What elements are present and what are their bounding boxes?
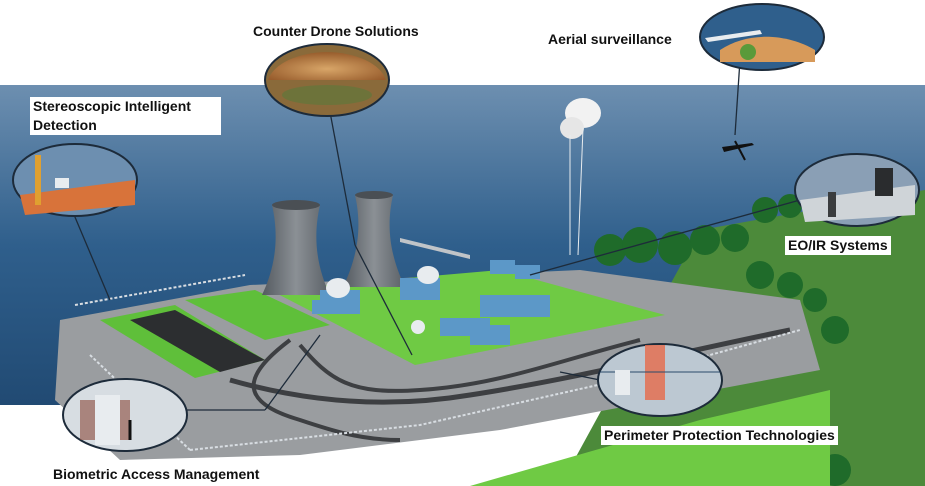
cooling-tower-left bbox=[262, 205, 330, 295]
callout-lines bbox=[71, 59, 801, 411]
road-entry bbox=[251, 338, 401, 442]
road-inner bbox=[298, 338, 641, 393]
biometric-inset bbox=[62, 378, 188, 452]
perimeter-inset bbox=[597, 343, 723, 417]
reactor-buildings bbox=[312, 260, 550, 345]
cooling-tower-right bbox=[343, 195, 405, 287]
drone-icon bbox=[722, 140, 754, 161]
road-loop bbox=[229, 327, 791, 405]
pier bbox=[400, 238, 470, 259]
label-aerial-surveillance: Aerial surveillance bbox=[545, 30, 675, 49]
label-biometric-access: Biometric Access Management bbox=[50, 465, 263, 484]
perimeter-fence bbox=[74, 274, 801, 451]
parking-lot bbox=[130, 310, 265, 372]
stereoscopic-detection-inset bbox=[12, 143, 138, 217]
label-stereoscopic-detection: Stereoscopic Intelligent Detection bbox=[30, 97, 221, 135]
aerostat-balloons bbox=[560, 98, 601, 256]
aerial-surveillance-inset bbox=[699, 3, 825, 71]
eo-ir-inset bbox=[794, 153, 920, 227]
label-counter-drone-solutions: Counter Drone Solutions bbox=[250, 22, 422, 41]
counter-drone-inset bbox=[264, 43, 390, 117]
label-perimeter-protection: Perimeter Protection Technologies bbox=[601, 426, 838, 445]
lawn-main bbox=[270, 270, 665, 365]
lawn-center bbox=[185, 290, 330, 340]
label-eo-ir-systems: EO/IR Systems bbox=[785, 236, 891, 255]
